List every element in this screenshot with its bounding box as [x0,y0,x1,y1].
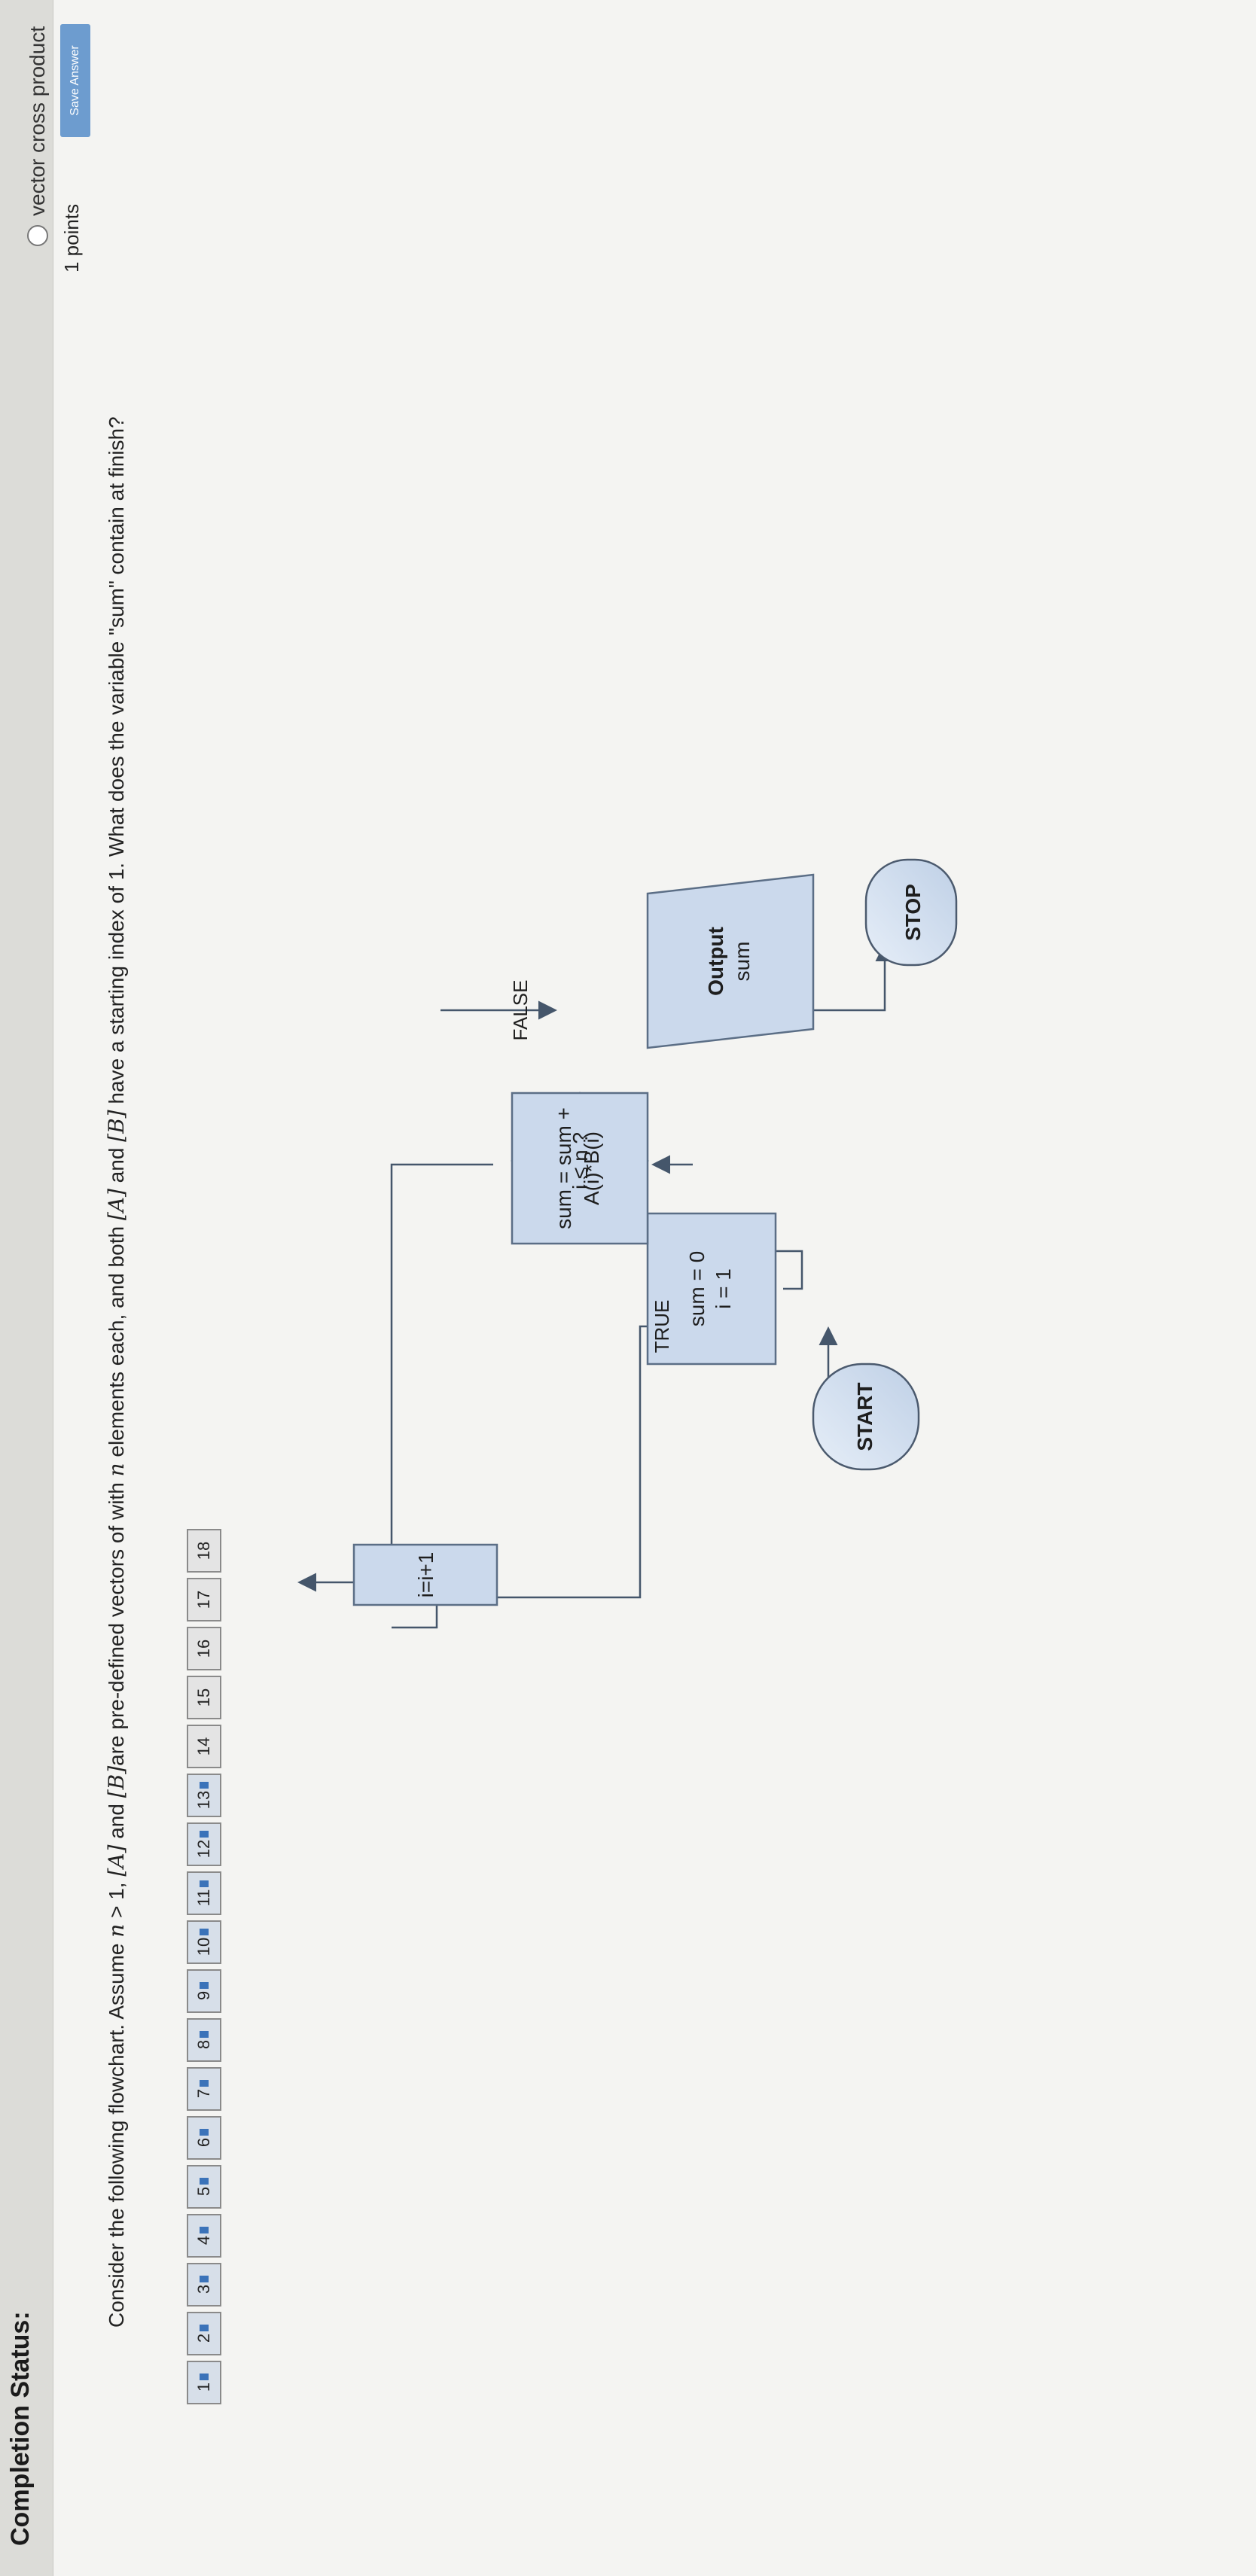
incr-stub [392,1605,438,1629]
body-line-1: sum = sum + [552,1107,575,1229]
body-box [511,1092,649,1245]
init-line-1: sum = 0 [685,1251,709,1326]
output-line-2: sum [730,942,754,982]
output-line-1: Output [704,927,727,996]
answer-radio[interactable] [27,225,48,246]
init-box [646,1212,777,1366]
false-label: FALSE [509,980,532,1041]
increment-box [352,1543,498,1606]
output-parallelogram [646,873,815,1049]
init-line-2: i = 1 [712,1268,735,1309]
increment-label: i=i+1 [414,1552,437,1598]
init-to-cond-line [753,1250,803,1290]
incr-to-cond-arrow [489,1317,666,1599]
condition-label: i ≤ n ? [569,1132,592,1189]
start-terminator [812,1363,920,1471]
answer-option-row[interactable]: vector cross product [26,26,50,246]
body-line-2: A(i)*B(i) [580,1131,603,1205]
body-to-incr-arrow [297,1163,493,1592]
body-to-incr-line-hidden [233,1070,422,1165]
true-label: TRUE [651,1300,673,1353]
stop-terminator [864,858,958,967]
start-label: START [853,1382,876,1451]
stop-label: STOP [901,884,925,941]
output-to-stop-arrow [783,942,895,1012]
answer-label: vector cross product [26,26,49,216]
